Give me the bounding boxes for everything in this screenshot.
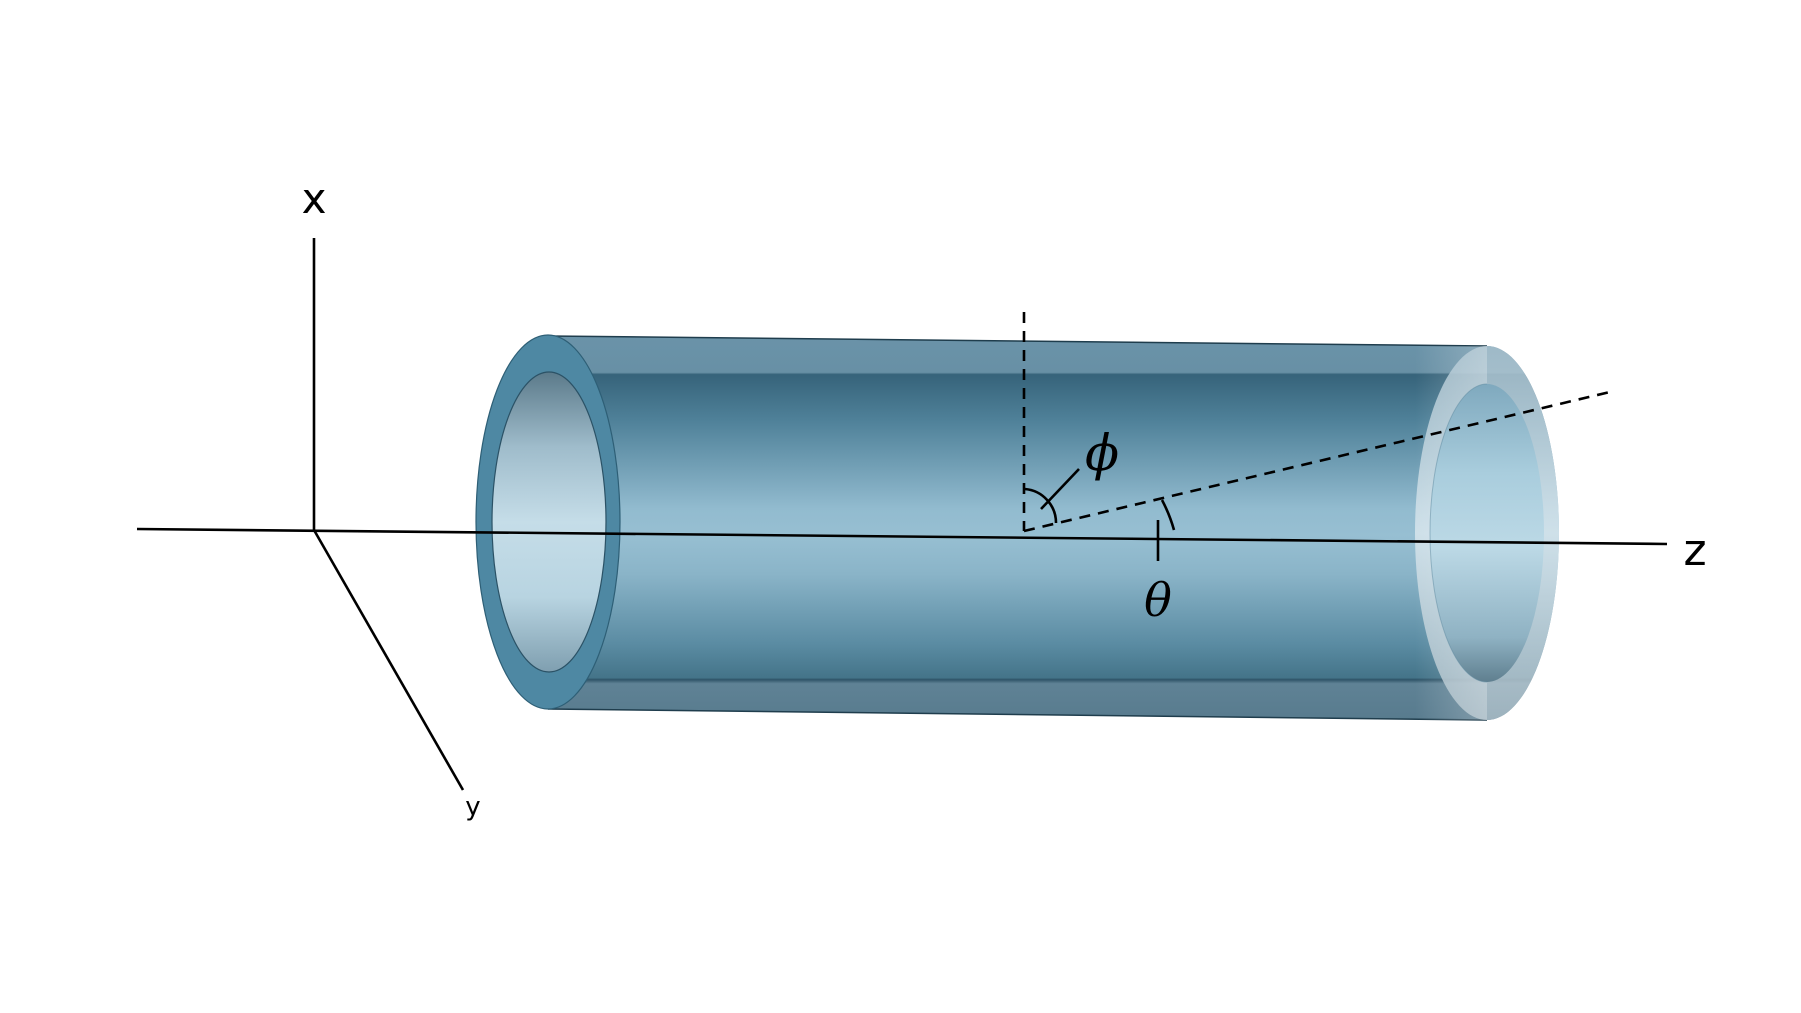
- left-end-cap: [475, 334, 621, 710]
- cylinder-bottom-edge: [547, 708, 1488, 721]
- y-axis-label: y: [465, 792, 480, 822]
- direction-vector-dashed-line: [1023, 390, 1611, 533]
- coordinate-axes: x y z: [136, 174, 1707, 822]
- phi-leader-line: [1040, 468, 1080, 510]
- x-axis-label: x: [302, 174, 327, 223]
- angle-annotations: ϕ θ: [1022, 312, 1611, 627]
- cylinder-body: [481, 336, 1559, 720]
- z-axis-label: z: [1683, 525, 1706, 576]
- theta-label: θ: [1144, 573, 1172, 627]
- z-axis: [136, 527, 1668, 546]
- phi-label: ϕ: [1085, 424, 1119, 482]
- theta-angle-arc: [1160, 499, 1176, 531]
- y-axis: [312, 529, 465, 791]
- phi-angle-arc: [1024, 487, 1058, 524]
- hollow-cylinder: [475, 334, 1559, 721]
- cylinder-top-edge: [547, 335, 1488, 347]
- right-end-cap: [1415, 346, 1559, 720]
